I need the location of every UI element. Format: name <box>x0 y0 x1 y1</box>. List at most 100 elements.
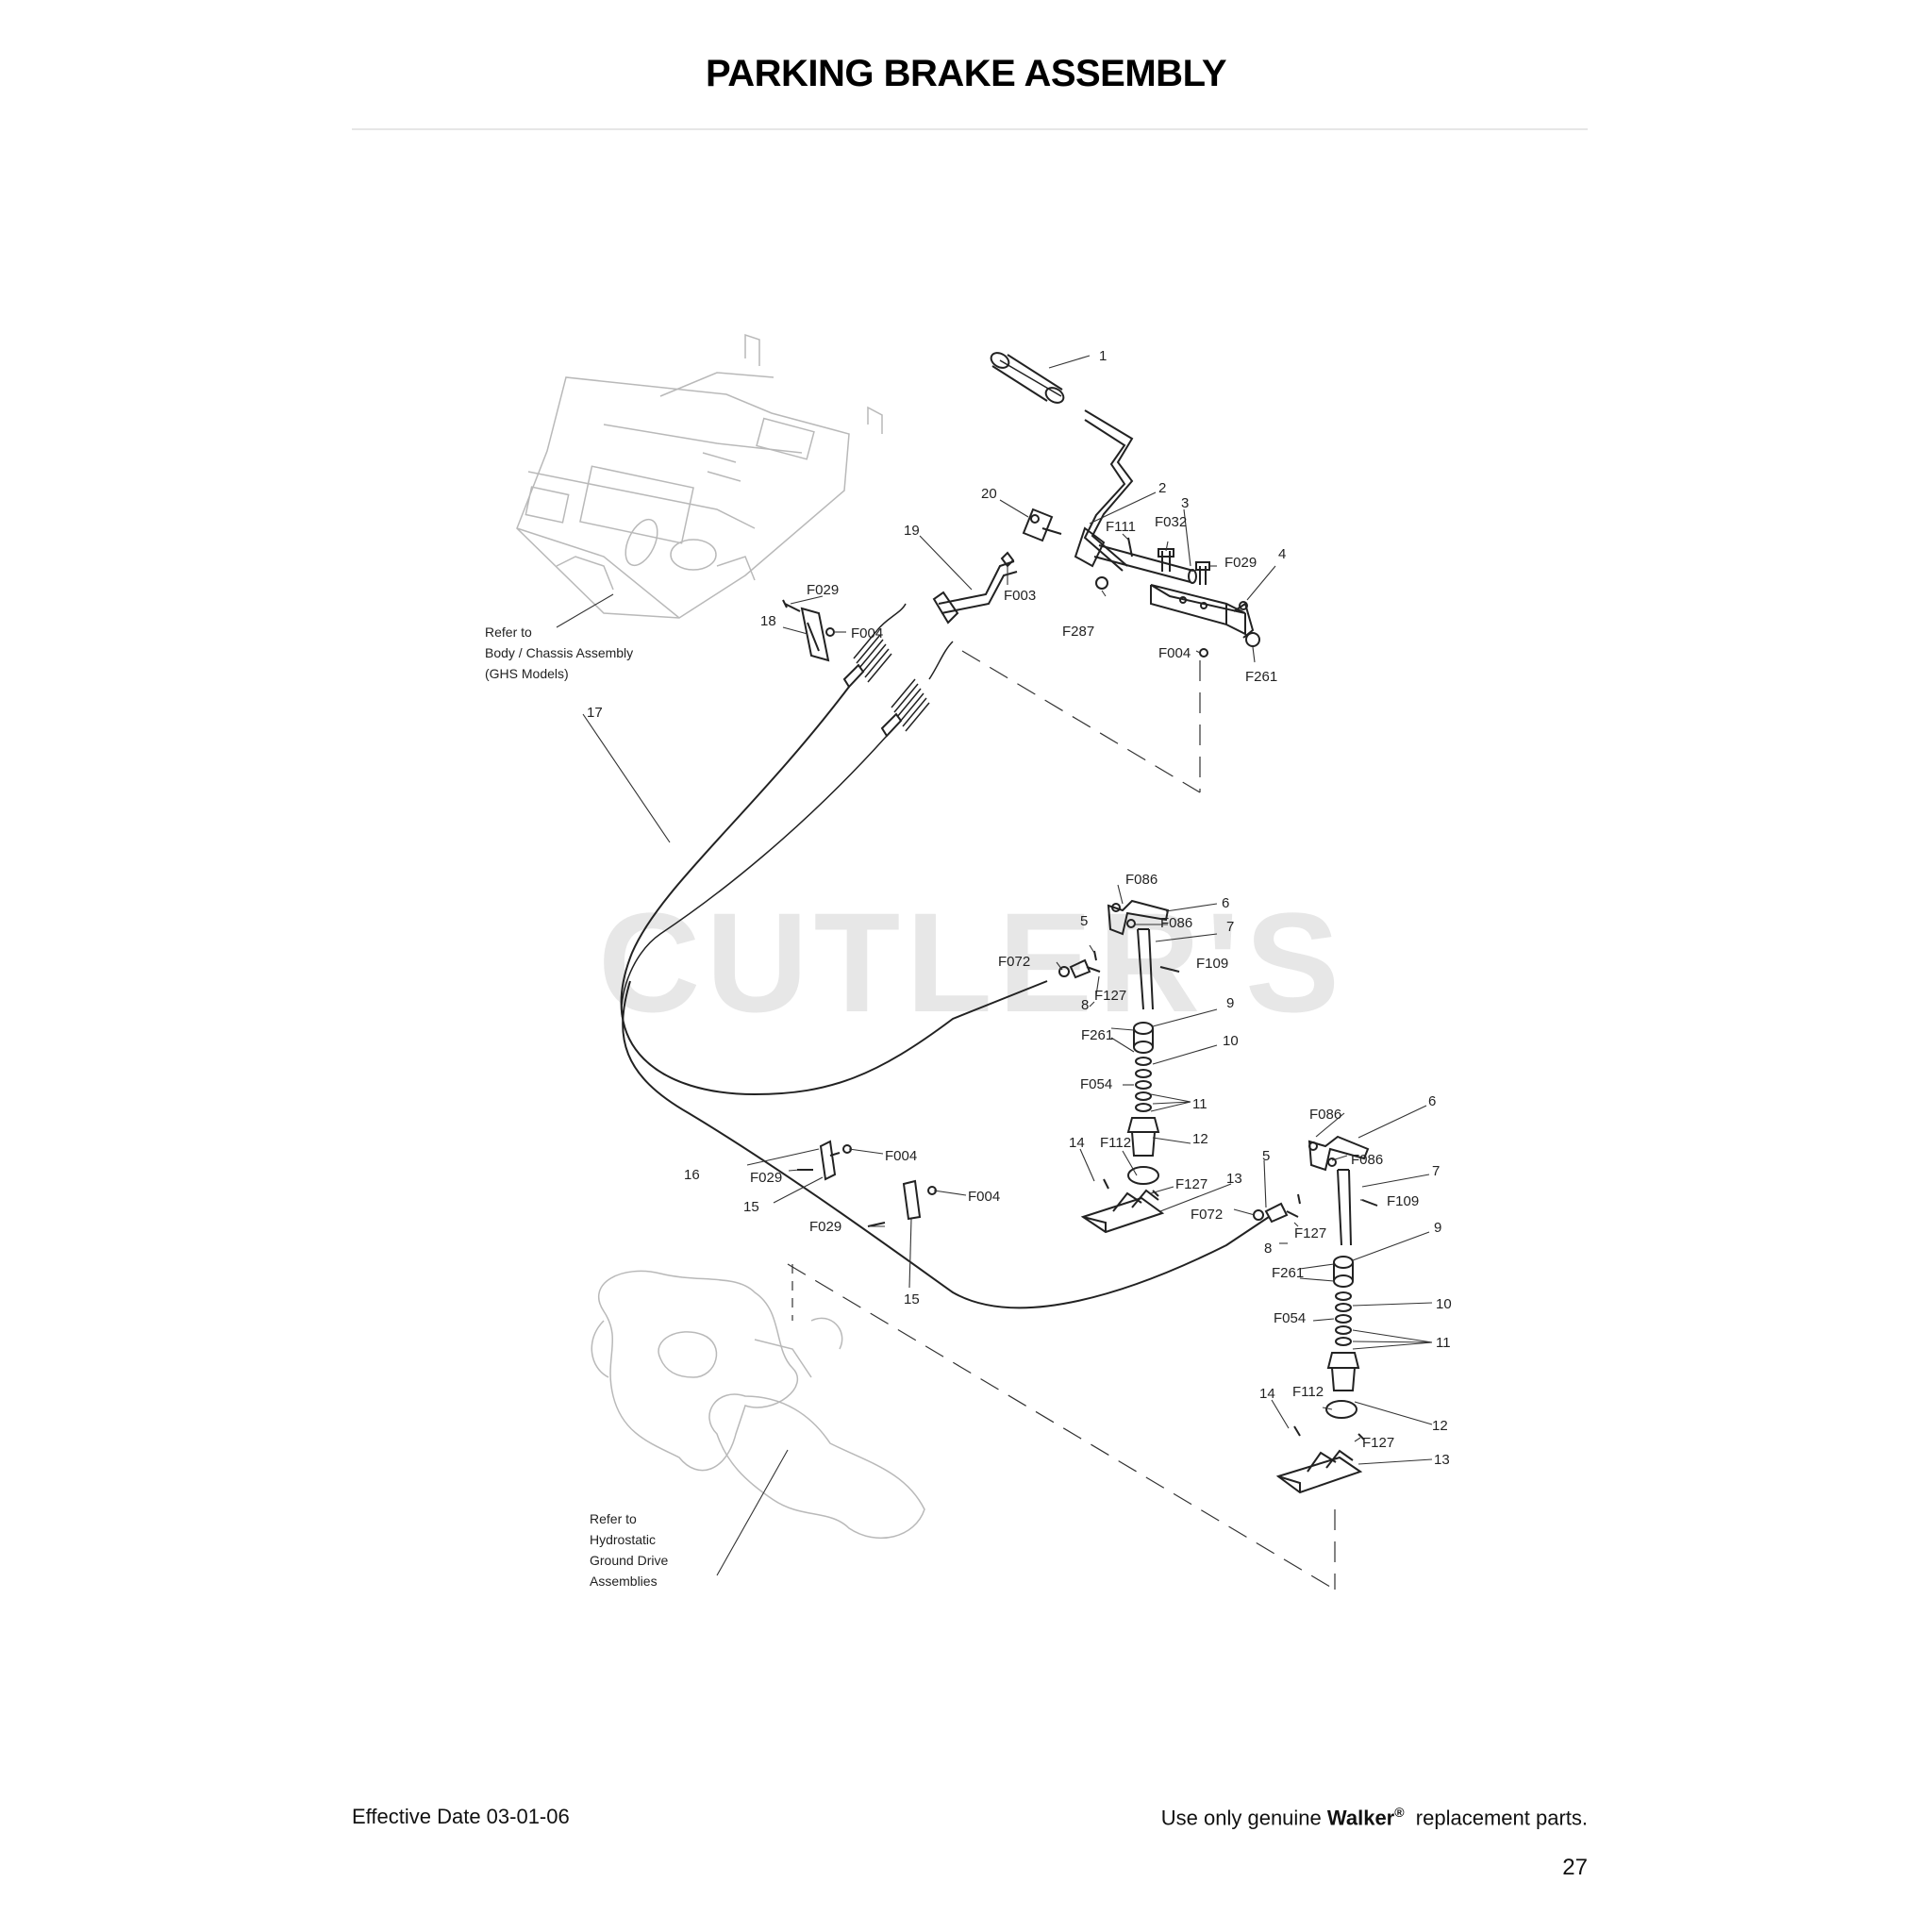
callout-f112-upper: F112 <box>1100 1135 1131 1151</box>
callout-12-lower: 12 <box>1432 1418 1448 1434</box>
brand-name: Walker <box>1326 1806 1395 1830</box>
callout-f004-bracket: F004 <box>851 625 883 641</box>
callout-1: 1 <box>1099 348 1107 364</box>
callout-f029-clamp-left: F029 <box>750 1170 782 1186</box>
callout-f029-top: F029 <box>1224 555 1257 571</box>
callout-f261-top: F261 <box>1245 669 1277 685</box>
callout-6-lower: 6 <box>1428 1093 1436 1109</box>
ref-body-line-3: (GHS Models) <box>485 666 569 681</box>
callout-f111: F111 <box>1106 519 1136 535</box>
callout-5-upper: 5 <box>1080 913 1088 929</box>
callout-f004-clamp-left: F004 <box>885 1148 917 1164</box>
callout-f086-lower-b: F086 <box>1351 1152 1383 1168</box>
reference-note-body-chassis: Refer to Body / Chassis Assembly (GHS Mo… <box>485 625 633 681</box>
notice-suffix: replacement parts. <box>1415 1806 1588 1830</box>
rod-end-part-20 <box>1000 508 1062 568</box>
pin-f111 <box>1127 537 1133 558</box>
callout-f112-lower: F112 <box>1292 1384 1324 1400</box>
callout-8-upper: 8 <box>1081 997 1089 1013</box>
linkage-arm-part-19 <box>932 560 1018 625</box>
callout-3: 3 <box>1181 495 1189 511</box>
callout-19: 19 <box>904 523 920 539</box>
callout-f127-lower: F127 <box>1294 1225 1326 1241</box>
callout-13-lower: 13 <box>1434 1452 1450 1468</box>
callout-8-lower: 8 <box>1264 1241 1272 1257</box>
callout-f261-lower: F261 <box>1272 1265 1304 1281</box>
callout-f004-top: F004 <box>1158 645 1191 661</box>
callout-15-left: 15 <box>743 1199 759 1215</box>
callout-9-upper: 9 <box>1226 995 1234 1011</box>
callout-f072-upper: F072 <box>998 954 1030 970</box>
ref-hydro-line-1: Refer to <box>590 1511 637 1526</box>
callout-f261-upper: F261 <box>1081 1027 1113 1043</box>
callout-14-lower: 14 <box>1259 1386 1275 1402</box>
callout-15-right: 15 <box>904 1291 920 1307</box>
bolt-f029-top <box>1195 561 1210 585</box>
cable-bracket-part-18 <box>800 607 830 662</box>
nut-4 <box>1239 601 1248 610</box>
callout-f109-lower: F109 <box>1387 1193 1419 1209</box>
callout-6-upper: 6 <box>1222 895 1229 911</box>
bolt-f029-bracket-18 <box>782 599 801 612</box>
brake-stack-upper <box>1058 899 1180 1234</box>
cable-clamp-15-left <box>819 1140 841 1181</box>
ghost-hydrostatic-illustration <box>591 1270 925 1540</box>
watermark: CUTLER'S <box>598 883 1345 1041</box>
registered-mark: ® <box>1394 1805 1405 1820</box>
leader-lines <box>556 355 1433 1576</box>
callout-f072-lower: F072 <box>1191 1207 1223 1223</box>
callout-11-upper: 11 <box>1192 1096 1208 1112</box>
cable-part-17-secondary <box>621 735 888 1020</box>
reference-note-hydrostatic: Refer to Hydrostatic Ground Drive Assemb… <box>590 1511 668 1589</box>
callout-f127-lower-b: F127 <box>1362 1435 1394 1451</box>
callout-f127-upper-b: F127 <box>1175 1176 1208 1192</box>
ref-hydro-line-3: Ground Drive <box>590 1553 668 1568</box>
callout-f109-upper: F109 <box>1196 956 1228 972</box>
nut-f004-bracket-18 <box>825 627 835 637</box>
callout-7-upper: 7 <box>1226 919 1234 935</box>
callout-4: 4 <box>1278 546 1286 562</box>
callout-f086-upper-b: F086 <box>1160 915 1192 931</box>
nut-f004-top <box>1199 648 1208 658</box>
callout-12-upper: 12 <box>1192 1131 1208 1147</box>
callout-f029-bracket: F029 <box>807 582 839 598</box>
cable-fitting-upper-left <box>842 663 865 689</box>
ref-body-line-1: Refer to <box>485 625 532 640</box>
part-drawings <box>556 352 1433 1591</box>
ref-body-line-2: Body / Chassis Assembly <box>485 645 633 660</box>
brake-stack-lower <box>1253 1135 1378 1494</box>
bracket-part-3 <box>1150 584 1255 639</box>
callout-f029-clamp-right: F029 <box>809 1219 841 1235</box>
cable-fitting-upper-right <box>880 712 903 738</box>
callout-2: 2 <box>1158 480 1166 496</box>
washer-f261-top <box>1245 632 1260 647</box>
page-title: PARKING BRAKE ASSEMBLY <box>705 53 1227 94</box>
callout-labels: 1 2 3 4 20 19 F111 F032 F029 F003 F287 F… <box>587 348 1452 1468</box>
cable-clamp-15-right <box>902 1179 922 1221</box>
callout-9-lower: 9 <box>1434 1220 1441 1236</box>
effective-date: Effective Date 03-01-06 <box>352 1805 570 1828</box>
callout-f054-lower: F054 <box>1274 1310 1306 1326</box>
alignment-lines <box>787 650 1336 1591</box>
title-divider <box>352 128 1588 130</box>
callout-f032: F032 <box>1155 514 1187 530</box>
brake-handle-part-2 <box>1074 409 1197 584</box>
callout-16: 16 <box>684 1167 700 1183</box>
callout-10-lower: 10 <box>1436 1296 1452 1312</box>
callout-f086-upper-a: F086 <box>1125 872 1158 888</box>
callout-f287: F287 <box>1062 624 1094 640</box>
callout-5-lower: 5 <box>1262 1148 1270 1164</box>
ref-hydro-line-4: Assemblies <box>590 1574 658 1589</box>
callout-11-lower: 11 <box>1436 1335 1451 1351</box>
callout-f004-clamp-right: F004 <box>968 1189 1000 1205</box>
page-number: 27 <box>1562 1855 1588 1880</box>
springs <box>853 603 954 732</box>
cable-part-16 <box>622 980 1270 1309</box>
ghost-chassis-illustration <box>516 333 883 619</box>
grip-part-1 <box>990 352 1065 404</box>
callout-7-lower: 7 <box>1432 1163 1440 1179</box>
callout-13-upper: 13 <box>1226 1171 1242 1187</box>
notice-prefix: Use only genuine <box>1160 1806 1322 1830</box>
callout-14-upper: 14 <box>1069 1135 1085 1151</box>
